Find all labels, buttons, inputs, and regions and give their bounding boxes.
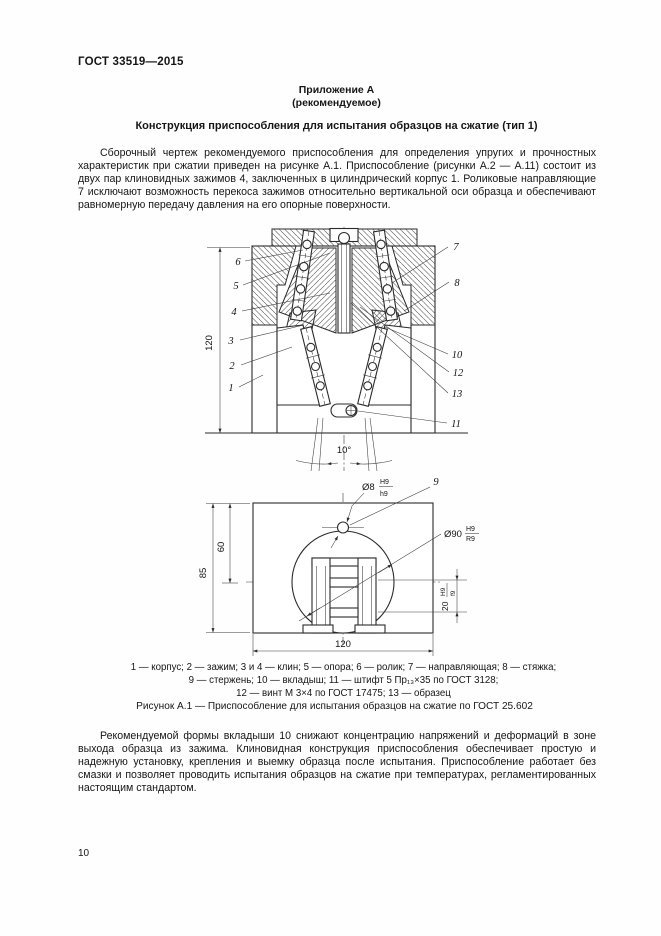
figure-a1-drawing: 120 10° xyxy=(198,227,479,656)
roller-guide-lower-left xyxy=(300,326,331,407)
section-title: Конструкция приспособления для испытания… xyxy=(135,120,538,132)
roller-guide-lower-right xyxy=(357,326,388,407)
callout-6: 6 xyxy=(235,257,241,268)
svg-text:H9: H9 xyxy=(466,526,475,533)
figure-legend-line2: 9 — стержень; 10 — вкладыш; 11 — штифт 5… xyxy=(188,675,499,686)
callout-2: 2 xyxy=(229,361,235,372)
figure-legend-line1: 1 — корпус; 2 — зажим; 3 и 4 — клин; 5 —… xyxy=(130,662,557,673)
callout-3: 3 xyxy=(227,336,233,347)
dim-60: 60 xyxy=(216,503,238,584)
lower-clamp-view: Ø90 H9 R9 Ø8 H9 h9 9 xyxy=(198,477,479,656)
callout-leaders xyxy=(238,246,450,424)
dim-85: 85 xyxy=(198,503,250,633)
figure-legend: 1 — корпус; 2 — зажим; 3 и 4 — клин; 5 —… xyxy=(78,661,609,700)
paragraph-notes: Рекомендуемой формы вкладыши 10 снижают … xyxy=(78,730,596,794)
svg-text:120: 120 xyxy=(335,639,351,650)
svg-text:85: 85 xyxy=(198,568,209,579)
callout-10: 10 xyxy=(452,350,463,361)
callout-11: 11 xyxy=(451,419,461,430)
figure-legend-line3: 12 — винт М 3×4 по ГОСТ 17475; 13 — обра… xyxy=(236,688,451,699)
callout-9: 9 xyxy=(433,477,439,488)
dim-120-upper: 120 xyxy=(204,247,250,433)
callout-4: 4 xyxy=(231,307,237,318)
dim-dia90-label: Ø90 xyxy=(444,529,462,540)
dim-dia8: Ø8 H9 h9 xyxy=(330,479,393,549)
clamp-guide-rails xyxy=(302,557,386,634)
callout-8: 8 xyxy=(454,278,460,289)
specimen xyxy=(337,243,351,334)
dim-120-upper-label: 120 xyxy=(204,335,215,351)
upper-section-view: 120 10° xyxy=(204,227,468,472)
svg-text:f9: f9 xyxy=(450,590,457,596)
svg-text:60: 60 xyxy=(216,542,227,553)
doc-number: ГОСТ 33519—2015 xyxy=(78,56,184,68)
rod-hole xyxy=(336,521,350,534)
callout-1: 1 xyxy=(228,383,233,394)
svg-text:R9: R9 xyxy=(466,536,475,543)
dim-angle-label: 10° xyxy=(337,445,352,456)
paragraph-intro: Сборочный чертеж рекомендуемого приспосо… xyxy=(78,147,596,211)
svg-text:H9: H9 xyxy=(380,479,389,486)
svg-text:20: 20 xyxy=(440,601,450,611)
annex-subtitle: (рекомендуемое) xyxy=(292,97,381,109)
dim-20: 20 H9 f9 xyxy=(378,569,467,623)
dim-dia90: Ø90 H9 R9 xyxy=(298,526,479,622)
hatched-wall-right xyxy=(391,245,436,326)
page-number: 10 xyxy=(78,848,90,859)
dim-angle: 10° xyxy=(295,417,393,472)
callout-5: 5 xyxy=(233,281,238,292)
roller-guide-upper-right xyxy=(372,229,399,322)
callout-7: 7 xyxy=(453,242,459,253)
annex-label: Приложение А xyxy=(298,84,375,96)
svg-text:H9: H9 xyxy=(440,587,447,596)
svg-text:h9: h9 xyxy=(380,491,388,498)
hatched-wall-left xyxy=(251,245,297,326)
top-roller xyxy=(337,231,351,245)
callout-13: 13 xyxy=(452,389,463,400)
dim-dia8-label: Ø8 xyxy=(362,482,375,493)
figure-caption: Рисунок А.1 — Приспособление для испытан… xyxy=(136,701,533,712)
dim-120-lower: 120 xyxy=(252,634,434,656)
callout-12: 12 xyxy=(453,368,464,379)
roller-guide-upper-left xyxy=(289,229,316,322)
